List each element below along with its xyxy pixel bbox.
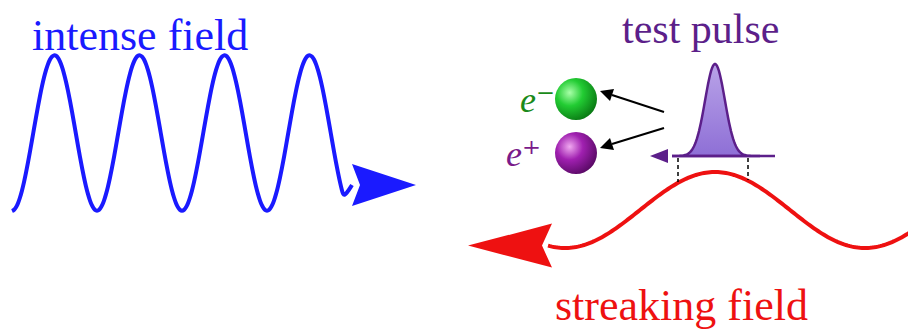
pulse-arrowhead — [650, 149, 668, 163]
electron-ball — [555, 78, 597, 120]
dashed-line — [677, 158, 679, 182]
wave-arrowhead — [468, 224, 552, 268]
particle-label: e⁺ — [506, 136, 541, 172]
streaking-wave — [548, 172, 908, 248]
emission-arrowhead — [600, 89, 614, 101]
emission-arrow — [612, 95, 664, 112]
pulse-shape — [672, 64, 760, 156]
pulse-baseline — [672, 155, 775, 158]
wave-label: streaking field — [555, 284, 808, 328]
wave-label: intense field — [32, 14, 248, 58]
dashed-line — [747, 158, 749, 180]
emission-arrowhead — [600, 138, 614, 150]
wave-arrowhead — [352, 164, 416, 206]
positron-ball — [555, 132, 597, 174]
particle-label: e⁻ — [520, 82, 555, 118]
intense-wave — [12, 55, 352, 211]
pulse-label: test pulse — [622, 8, 779, 50]
emission-arrow — [612, 128, 664, 144]
